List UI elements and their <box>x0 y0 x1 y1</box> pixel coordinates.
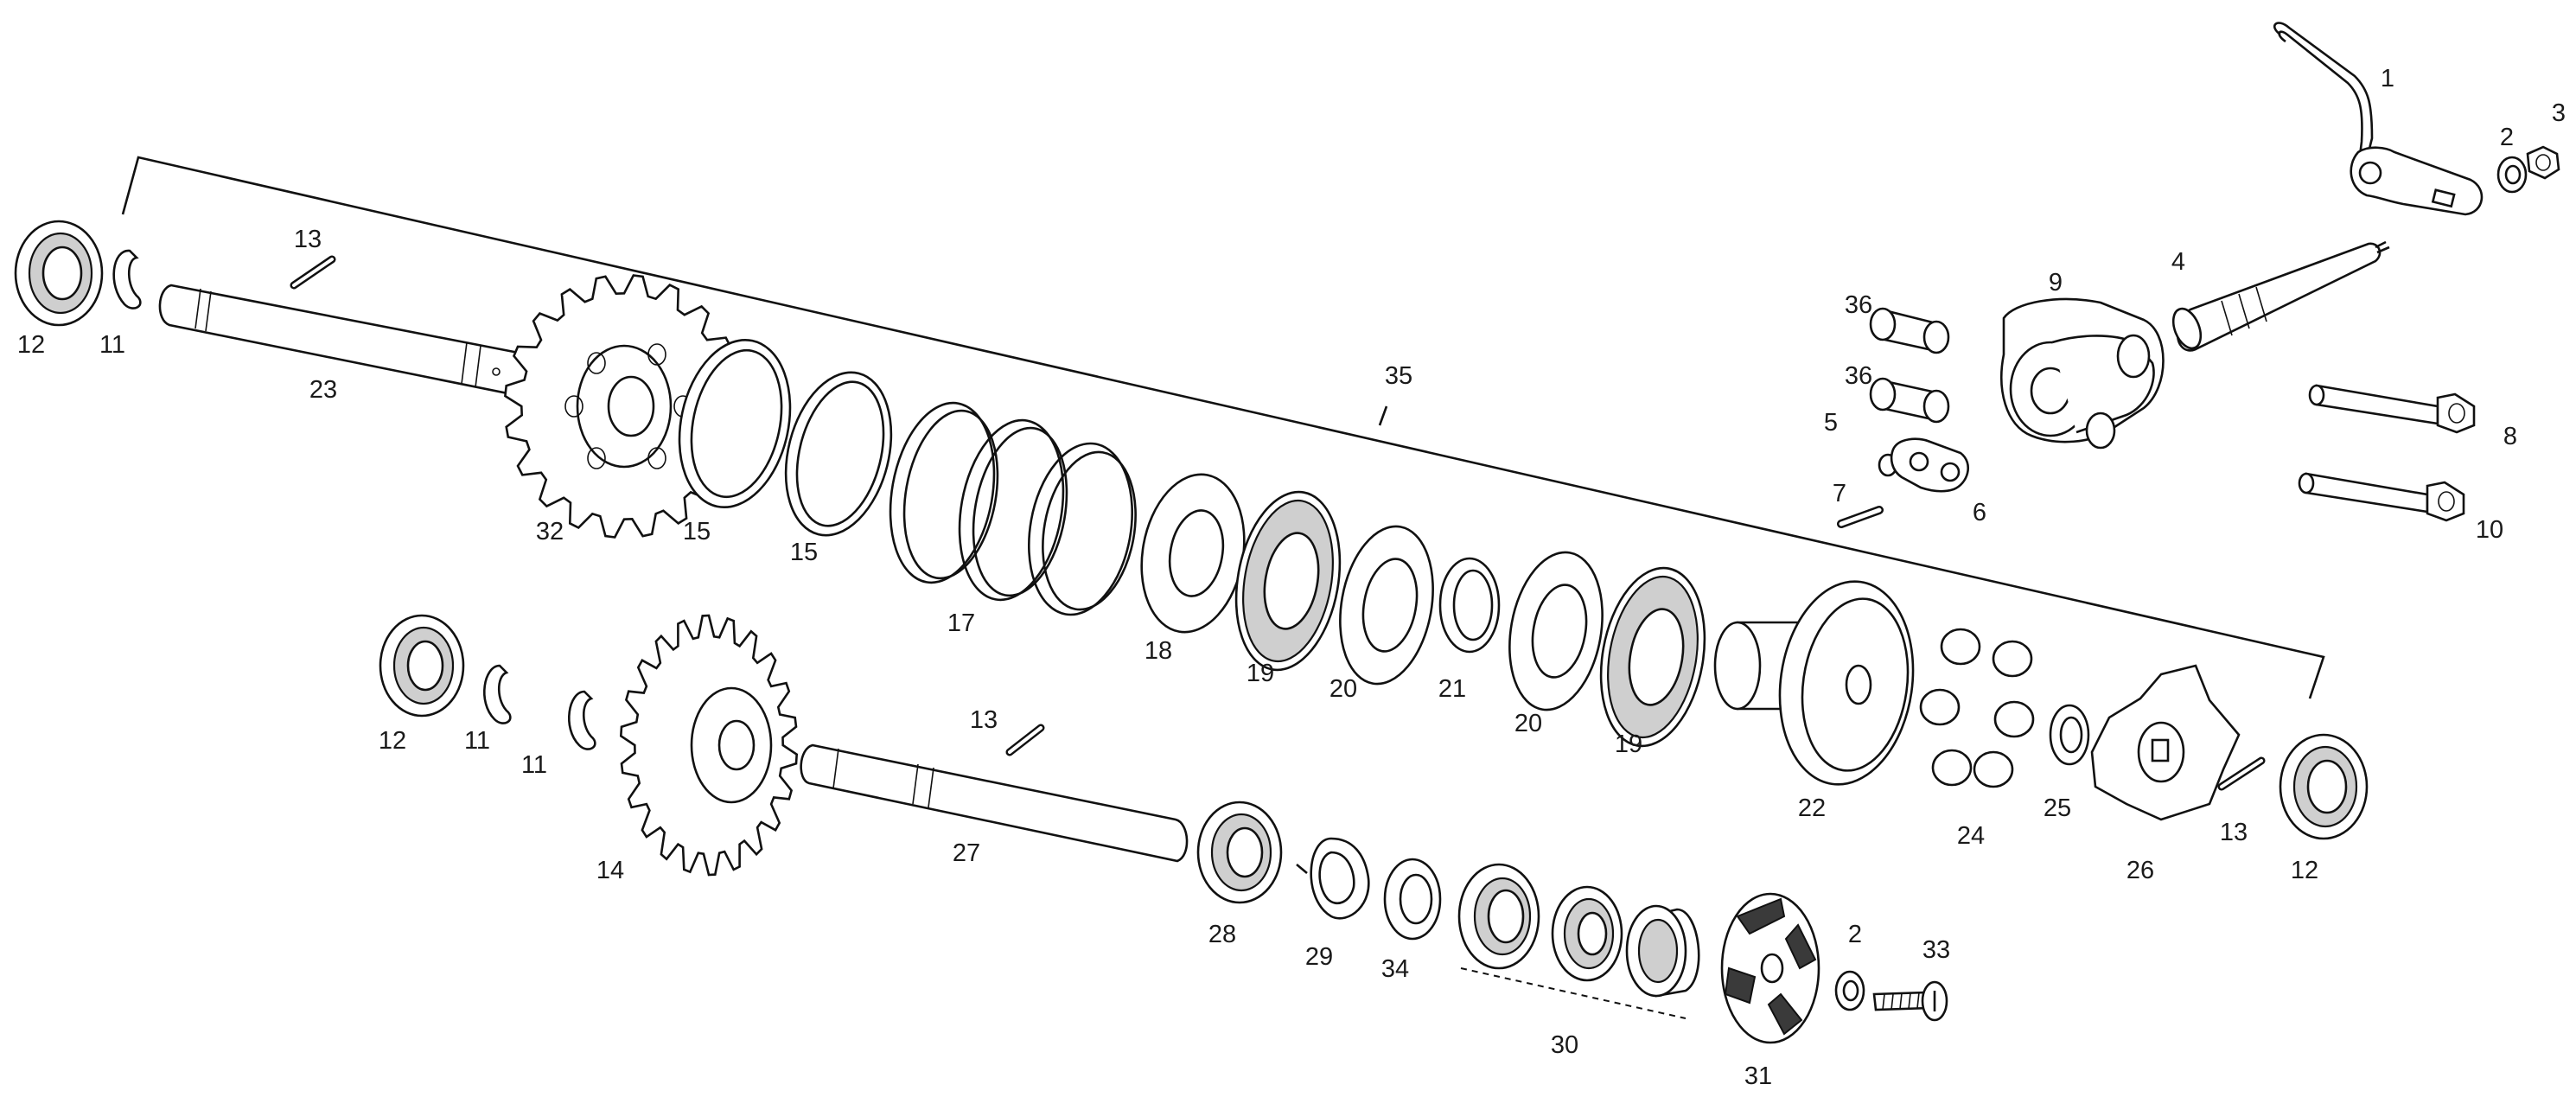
clutch-drum-22 <box>1713 580 1915 786</box>
label-21: 21 <box>1438 675 1466 703</box>
label-22: 22 <box>1798 794 1826 822</box>
spring-17 <box>889 401 1137 616</box>
washer-25 <box>2049 704 2090 766</box>
label-12a: 12 <box>17 331 45 359</box>
label-3: 3 <box>2552 99 2566 127</box>
label-19b: 19 <box>1615 730 1642 758</box>
bolt-8 <box>2308 384 2476 434</box>
label-17: 17 <box>947 609 975 637</box>
label-36b: 36 <box>1845 362 1872 390</box>
label-20a: 20 <box>1329 675 1357 703</box>
label-25: 25 <box>2044 794 2071 822</box>
bearing-12-right <box>2279 733 2369 840</box>
washer-2-lower <box>1834 970 1865 1011</box>
ring-15-a <box>678 338 792 509</box>
label-15a: 15 <box>683 518 711 545</box>
label-6: 6 <box>1973 499 1986 526</box>
thrust-bearing-19-b <box>1599 566 1706 748</box>
pin-13-right <box>2217 756 2266 791</box>
sleeve-36-a <box>1869 307 1950 354</box>
label-11c: 11 <box>521 751 547 779</box>
label-13c: 13 <box>2220 819 2248 846</box>
label-30: 30 <box>1551 1031 1578 1059</box>
label-28: 28 <box>1208 921 1236 948</box>
bearing-12-lower <box>379 614 465 718</box>
ramp-plate-26 <box>2090 664 2241 821</box>
balls-24 <box>1919 628 2035 788</box>
label-10: 10 <box>2476 516 2503 544</box>
label-36a: 36 <box>1845 291 1872 319</box>
label-2b: 2 <box>1848 921 1862 948</box>
washer-20-b <box>1508 551 1604 711</box>
label-23: 23 <box>309 376 337 404</box>
housing-9 <box>2000 297 2165 450</box>
label-2a: 2 <box>2500 124 2514 151</box>
label-1: 1 <box>2381 65 2394 92</box>
label-12b: 12 <box>379 727 406 755</box>
label-24: 24 <box>1957 822 1985 850</box>
label-13a: 13 <box>294 226 322 253</box>
label-11b: 11 <box>464 727 490 755</box>
bolt-10 <box>2298 472 2465 522</box>
circlip-11-lower-b <box>567 690 596 750</box>
plate-6 <box>1890 437 1970 493</box>
bearing-28 <box>1196 801 1283 904</box>
label-27: 27 <box>953 839 980 867</box>
bushing-21 <box>1438 557 1501 654</box>
lever-1 <box>2273 22 2484 216</box>
pin-13-upper <box>290 255 336 290</box>
label-32: 32 <box>536 518 564 545</box>
washer-18 <box>1140 473 1246 634</box>
label-18: 18 <box>1145 637 1172 665</box>
label-33: 33 <box>1922 936 1950 964</box>
nut-3 <box>2526 145 2560 180</box>
label-13b: 13 <box>970 706 998 734</box>
washer-34 <box>1383 858 1442 941</box>
label-14: 14 <box>596 857 624 884</box>
pin-7 <box>1837 506 1884 528</box>
label-31: 31 <box>1744 1062 1772 1090</box>
label-5: 5 <box>1824 409 1838 437</box>
ring-15-b <box>784 371 893 537</box>
screw-33 <box>1872 980 1948 1022</box>
label-9: 9 <box>2049 269 2063 297</box>
label-29: 29 <box>1305 943 1333 971</box>
seal-set-30 <box>1457 863 1700 1019</box>
circlip-11-upper <box>112 249 142 309</box>
label-7: 7 <box>1833 480 1846 507</box>
label-11a: 11 <box>99 331 125 359</box>
label-20b: 20 <box>1514 710 1542 737</box>
label-4: 4 <box>2171 248 2185 276</box>
shaft-23 <box>158 284 539 399</box>
label-8: 8 <box>2503 423 2517 450</box>
pin-13-lower <box>1005 724 1045 756</box>
bearing-12-left <box>14 220 104 327</box>
spindle-4 <box>2171 240 2390 352</box>
assembly-bracket-35 <box>121 156 2325 699</box>
washer-20-a <box>1339 525 1434 686</box>
label-35: 35 <box>1385 362 1412 390</box>
impeller-31 <box>1720 892 1820 1044</box>
label-26: 26 <box>2126 857 2154 884</box>
circlip-29 <box>1296 837 1370 920</box>
label-12c: 12 <box>2291 857 2318 884</box>
label-15b: 15 <box>790 539 818 566</box>
label-34: 34 <box>1381 955 1409 983</box>
sleeve-36-b <box>1869 377 1950 424</box>
washer-2-upper <box>2496 156 2528 194</box>
label-19a: 19 <box>1247 660 1274 687</box>
shaft-27 <box>800 743 1189 863</box>
thrust-bearing-19-a <box>1234 490 1342 672</box>
gear-14 <box>619 614 799 877</box>
circlip-11-lower-a <box>482 664 512 724</box>
